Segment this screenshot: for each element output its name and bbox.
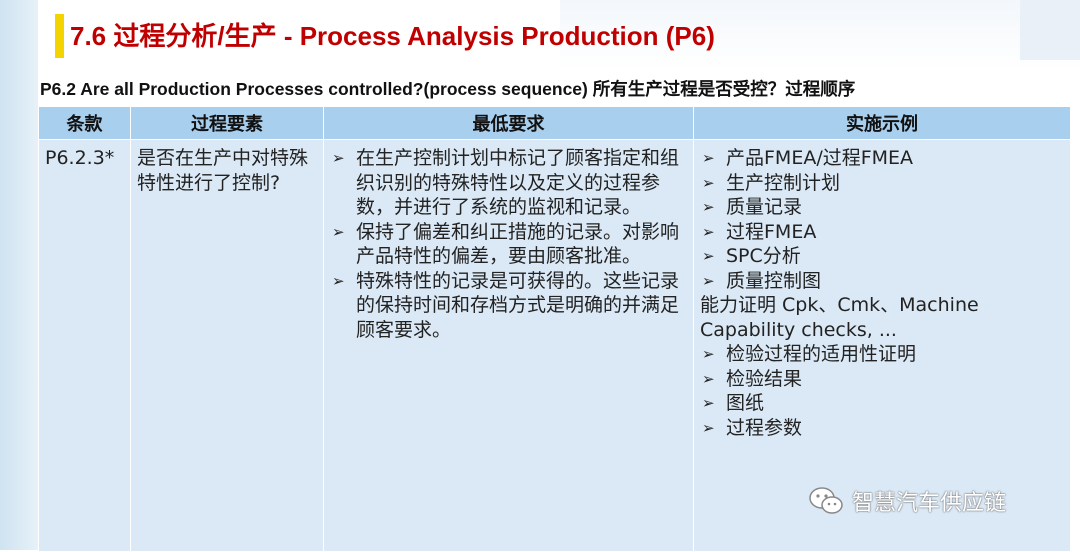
bullet-arrow-icon: ➢ [332, 271, 345, 290]
list-item: ➢ 产品FMEA/过程FMEA [700, 146, 1064, 171]
list-item: ➢ 生产控制计划 [700, 171, 1064, 196]
list-item-text: SPC分析 [726, 245, 801, 267]
list-item-text: 生产控制计划 [726, 171, 841, 194]
column-header-clause: 条款 [38, 106, 131, 140]
examples-list: ➢产品FMEA/过程FMEA➢生产控制计划➢质量记录➢过程FMEA➢SPC分析➢… [700, 146, 1064, 293]
watermark: 智慧汽车供应链 [808, 485, 1006, 517]
list-item-text: 检验结果 [726, 367, 803, 390]
list-item-text: 产品FMEA/过程FMEA [726, 147, 914, 169]
clause-cell: P6.2.3* [38, 139, 131, 552]
list-item: ➢ SPC分析 [700, 244, 1064, 269]
list-item-text: 在生产控制计划中标记了顾客指定和组织识别的特殊特性以及定义的过程参数，并进行了系… [356, 147, 680, 218]
list-item: ➢ 特殊特性的记录是可获得的。这些记录的保持时间和存档方式是明确的并满足顾客要求。 [330, 269, 687, 343]
list-item: ➢ 保持了偏差和纠正措施的记录。对影响产品特性的偏差，要由顾客批准。 [330, 220, 687, 269]
list-item: ➢ 过程FMEA [700, 220, 1064, 245]
column-header-requirements: 最低要求 [323, 106, 694, 140]
section-question: P6.2 Are all Production Processes contro… [40, 79, 856, 99]
bullet-arrow-icon: ➢ [702, 222, 715, 241]
bullet-arrow-icon: ➢ [332, 222, 345, 241]
bullet-arrow-icon: ➢ [702, 418, 715, 437]
bullet-arrow-icon: ➢ [702, 198, 715, 216]
list-item: ➢ 图纸 [700, 391, 1064, 416]
list-item: ➢ 在生产控制计划中标记了顾客指定和组织识别的特殊特性以及定义的过程参数，并进行了… [330, 146, 687, 220]
bullet-arrow-icon: ➢ [702, 394, 715, 412]
list-item-text: 质量控制图 [726, 269, 822, 292]
bullet-arrow-icon: ➢ [332, 149, 345, 167]
top-decoration [560, 0, 1080, 70]
list-item-text: 检验过程的适用性证明 [726, 343, 917, 365]
requirements-cell: ➢ 在生产控制计划中标记了顾客指定和组织识别的特殊特性以及定义的过程参数，并进行了… [323, 139, 694, 552]
examples-list-continued: ➢ 检验过程的适用性证明 ➢ 检验结果 ➢ 图纸 ➢ 过程参数 [700, 342, 1064, 440]
bullet-arrow-icon: ➢ [702, 345, 715, 363]
bullet-arrow-icon: ➢ [702, 149, 715, 167]
list-item-text: 图纸 [726, 392, 765, 414]
examples-note: 能力证明 Cpk、Cmk、Machine Capability checks, … [700, 294, 979, 341]
list-item: ➢ 检验结果 [700, 367, 1064, 392]
list-item-text: 过程FMEA [726, 220, 817, 243]
list-item: ➢ 检验过程的适用性证明 [700, 342, 1064, 367]
corner-decoration [1020, 0, 1080, 60]
examples-cell: ➢产品FMEA/过程FMEA➢生产控制计划➢质量记录➢过程FMEA➢SPC分析➢… [693, 139, 1071, 552]
bullet-arrow-icon: ➢ [702, 369, 715, 388]
list-item-text: 保持了偏差和纠正措施的记录。对影响产品特性的偏差，要由顾客批准。 [356, 220, 680, 268]
wechat-icon [809, 487, 843, 514]
list-item-text: 过程参数 [726, 416, 803, 439]
watermark-text: 智慧汽车供应链 [852, 491, 1007, 516]
list-item: ➢ 质量控制图 [700, 269, 1064, 294]
list-item: ➢ 质量记录 [700, 195, 1064, 220]
column-header-examples: 实施示例 [693, 106, 1071, 140]
bullet-arrow-icon: ➢ [702, 271, 715, 290]
left-decoration [0, 0, 38, 550]
bullet-arrow-icon: ➢ [702, 247, 715, 265]
table-header-row: 条款 过程要素 最低要求 实施示例 [38, 106, 1071, 140]
list-item-text: 质量记录 [726, 196, 803, 218]
column-header-element: 过程要素 [130, 106, 324, 140]
list-item: ➢ 过程参数 [700, 416, 1064, 441]
bullet-arrow-icon: ➢ [702, 173, 715, 192]
table-row: P6.2.3* 是否在生产中对特殊特性进行了控制? ➢ 在生产控制计划中标记了顾客… [38, 139, 1071, 552]
requirements-list: ➢ 在生产控制计划中标记了顾客指定和组织识别的特殊特性以及定义的过程参数，并进行了… [330, 146, 687, 342]
element-cell: 是否在生产中对特殊特性进行了控制? [130, 139, 324, 552]
page-title: 7.6 过程分析/生产 - Process Analysis Productio… [70, 21, 715, 51]
requirements-table: 条款 过程要素 最低要求 实施示例 P6.2.3* 是否在生产中对特殊特性进行了… [38, 106, 1071, 552]
list-item-text: 特殊特性的记录是可获得的。这些记录的保持时间和存档方式是明确的并满足顾客要求。 [356, 269, 680, 341]
title-accent-bar [55, 14, 64, 58]
